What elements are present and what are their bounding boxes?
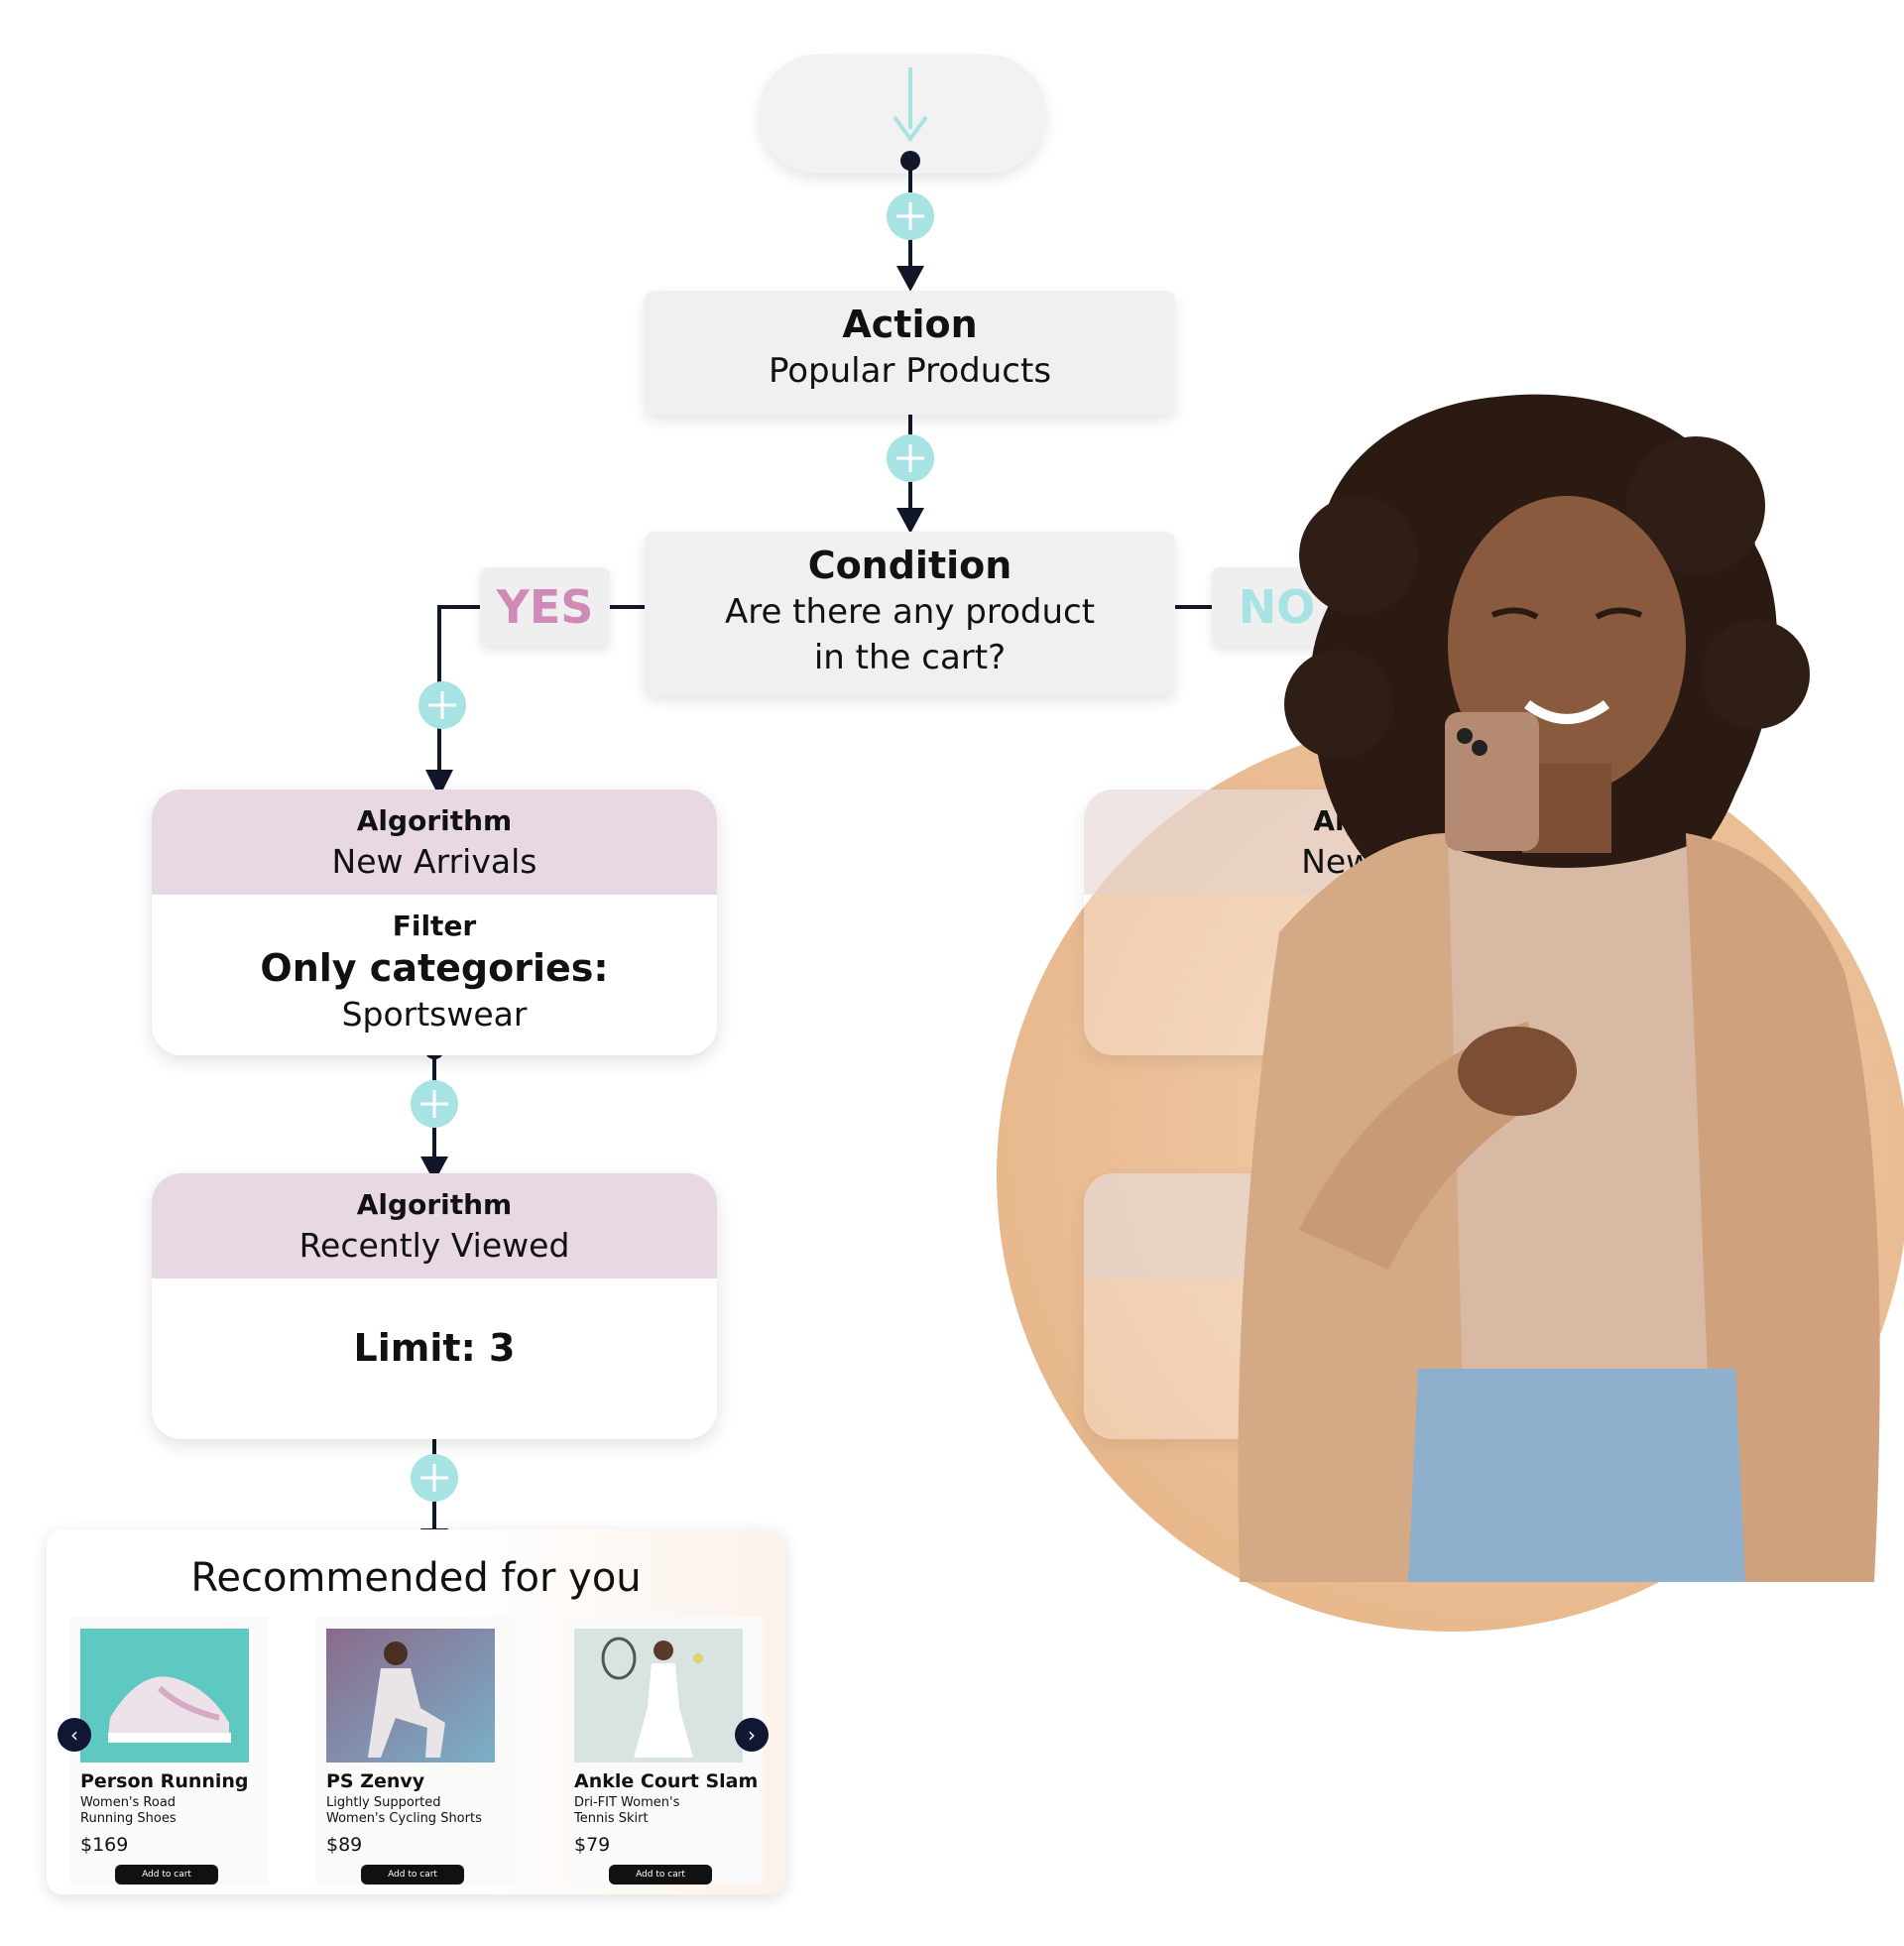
filter-value: Only categories: — [152, 944, 717, 992]
product-desc-line: Women's Road — [80, 1795, 279, 1811]
product-card[interactable]: PS Zenvy Lightly Supported Women's Cycli… — [316, 1617, 515, 1885]
yes-label: YES — [480, 567, 610, 647]
condition-title: Condition — [645, 542, 1175, 589]
filter-label: Filter — [152, 909, 717, 944]
algorithm-header: Algorithm New Arrivals — [152, 790, 717, 895]
algorithm-recently-viewed-card[interactable]: Algorithm Recently Viewed Limit: 3 — [152, 1173, 717, 1439]
product-price: $169 — [80, 1833, 128, 1857]
recommended-widget: Recommended for you Person Running Women… — [47, 1529, 785, 1894]
product-desc-line: Lightly Supported — [326, 1795, 525, 1811]
filter-item: Sportswear — [152, 992, 717, 1037]
product-description: Lightly Supported Women's Cycling Shorts — [326, 1795, 525, 1827]
product-name: Ankle Court Slam — [574, 1769, 758, 1793]
product-desc-line: Running Shoes — [80, 1811, 279, 1827]
action-subtitle: Popular Products — [645, 348, 1175, 394]
product-desc-line: Tennis Skirt — [574, 1811, 773, 1827]
product-description: Dri-FIT Women's Tennis Skirt — [574, 1795, 773, 1827]
product-description: Women's Road Running Shoes — [80, 1795, 279, 1827]
condition-line-2: in the cart? — [645, 635, 1175, 680]
algorithm-title: Algorithm — [152, 1173, 717, 1225]
algorithm-title: Algorithm — [152, 790, 717, 841]
add-to-cart-button[interactable]: Add to cart — [361, 1865, 464, 1885]
limit-value: Limit: 3 — [152, 1324, 717, 1372]
add-to-cart-button[interactable]: Add to cart — [115, 1865, 218, 1885]
condition-node[interactable]: Condition Are there any product in the c… — [645, 532, 1175, 695]
recommended-title: Recommended for you — [47, 1553, 785, 1603]
algorithm-new-arrivals-card[interactable]: Algorithm New Arrivals Filter Only categ… — [152, 790, 717, 1055]
product-image-tennis-skirt — [574, 1629, 743, 1763]
action-title: Action — [645, 301, 1175, 348]
product-image-cycling-shorts — [326, 1629, 495, 1763]
carousel-next-button[interactable]: › — [735, 1718, 769, 1752]
algorithm-subtitle: New Arrivals — [152, 841, 717, 883]
product-card[interactable]: Ankle Court Slam Dri-FIT Women's Tennis … — [564, 1617, 763, 1885]
product-desc-line: Women's Cycling Shorts — [326, 1811, 525, 1827]
add-to-cart-button[interactable]: Add to cart — [609, 1865, 712, 1885]
woman-with-phone-photo — [1220, 377, 1904, 1582]
flow-start-node[interactable] — [759, 55, 1046, 174]
algorithm-header: Algorithm Recently Viewed — [152, 1173, 717, 1278]
chevron-right-icon: › — [748, 1723, 756, 1747]
product-desc-line: Dri-FIT Women's — [574, 1795, 773, 1811]
product-price: $79 — [574, 1833, 610, 1857]
product-image-shoe — [80, 1629, 249, 1763]
product-price: $89 — [326, 1833, 362, 1857]
condition-line-1: Are there any product — [645, 589, 1175, 635]
product-name: PS Zenvy — [326, 1769, 424, 1793]
carousel-prev-button[interactable]: ‹ — [58, 1718, 91, 1752]
chevron-left-icon: ‹ — [70, 1723, 78, 1747]
algorithm-subtitle: Recently Viewed — [152, 1225, 717, 1267]
product-card[interactable]: Person Running Women's Road Running Shoe… — [70, 1617, 269, 1885]
action-node[interactable]: Action Popular Products — [645, 291, 1175, 415]
product-name: Person Running — [80, 1769, 249, 1793]
